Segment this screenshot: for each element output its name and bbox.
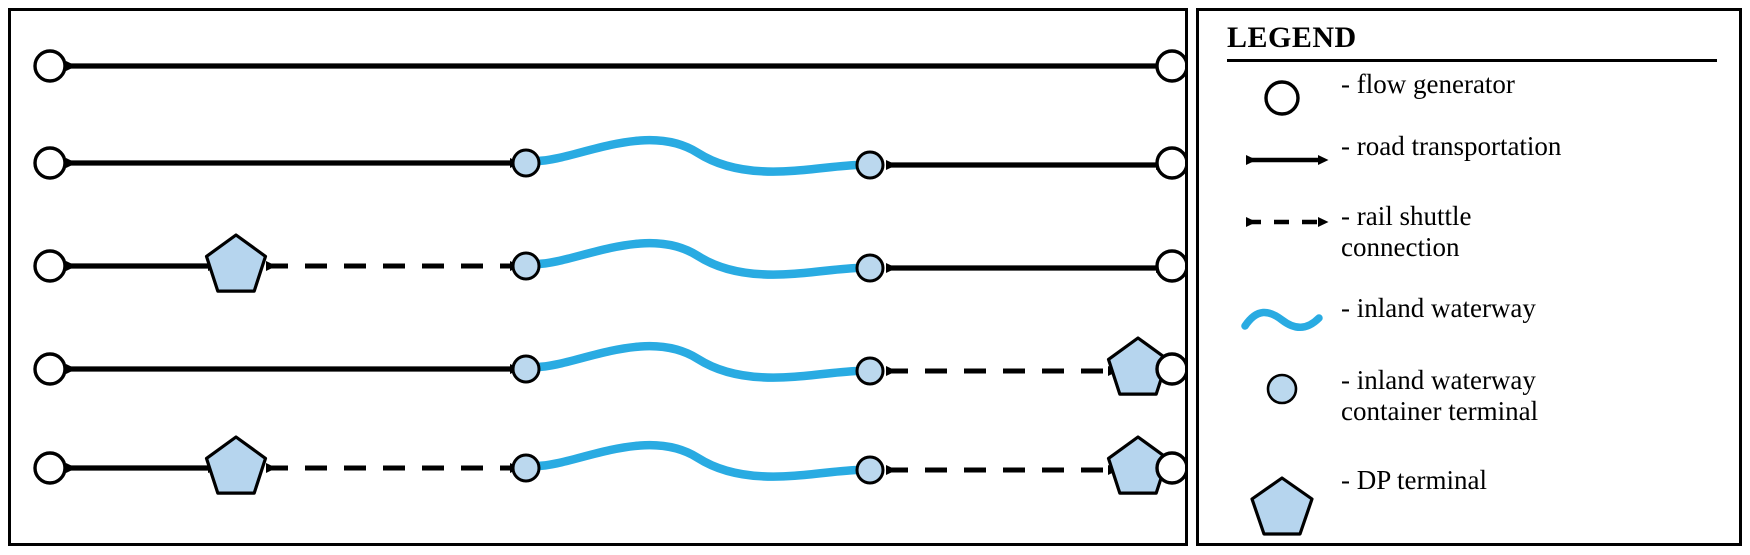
flow-generator-node[interactable] xyxy=(33,249,67,283)
legend-label-road-transportation: - road transportation xyxy=(1341,131,1562,161)
flow-generator-node[interactable] xyxy=(33,49,67,83)
double-arrow-dashed-icon xyxy=(1223,199,1341,245)
double-arrow-solid-icon xyxy=(1223,129,1341,191)
iwt-container-terminal-node[interactable] xyxy=(855,253,885,283)
inland-waterway-path xyxy=(531,341,865,382)
flow-generator-node[interactable] xyxy=(33,146,67,180)
legend-title-underline xyxy=(1227,59,1717,62)
row-4 xyxy=(33,336,1185,396)
legend-label-rail-shuttle: - rail shuttle connection xyxy=(1341,201,1472,262)
legend-item-road-transportation: - road transportation xyxy=(1199,129,1745,199)
legend-item-dp-terminal: - DP terminal xyxy=(1199,463,1745,555)
iwt-container-terminal-node[interactable] xyxy=(511,354,541,384)
iwt-container-terminal-node[interactable] xyxy=(855,356,885,386)
open-circle-icon xyxy=(1223,67,1341,129)
legend-item-list: - flow generator xyxy=(1199,67,1745,555)
legend-label-inland-waterway: - inland waterway xyxy=(1341,293,1536,323)
iwt-container-terminal-node[interactable] xyxy=(511,148,541,178)
legend-item-iwt-container-terminal: - inland waterway container terminal xyxy=(1199,363,1745,463)
legend-item-flow-generator: - flow generator xyxy=(1199,67,1745,129)
flow-generator-node[interactable] xyxy=(1155,146,1185,180)
legend-label-dp-terminal: - DP terminal xyxy=(1341,465,1487,495)
blue-circle-icon xyxy=(1223,363,1341,415)
diagram-layer xyxy=(33,49,1185,495)
flow-generator-node[interactable] xyxy=(33,451,67,485)
row-3 xyxy=(33,233,1185,293)
row-1 xyxy=(33,49,1185,83)
legend-item-rail-shuttle: - rail shuttle connection xyxy=(1199,199,1745,291)
flow-generator-node[interactable] xyxy=(1155,352,1185,386)
transport-chain-svg xyxy=(33,49,1185,495)
row-2 xyxy=(33,135,1185,180)
flow-generator-node[interactable] xyxy=(1155,451,1185,485)
legend-label-flow-generator: - flow generator xyxy=(1341,69,1515,99)
inland-waterway-path xyxy=(531,238,865,279)
dp-terminal-node[interactable] xyxy=(204,435,268,495)
inland-waterway-path xyxy=(531,135,865,176)
legend-title: LEGEND xyxy=(1227,21,1357,54)
diagram-panel xyxy=(8,8,1188,546)
flow-generator-node[interactable] xyxy=(1155,49,1185,83)
blue-pentagon-icon xyxy=(1223,463,1341,549)
iwt-container-terminal-node[interactable] xyxy=(511,251,541,281)
dp-terminal-node[interactable] xyxy=(204,233,268,293)
iwt-container-terminal-node[interactable] xyxy=(511,453,541,483)
inland-waterway-path xyxy=(531,440,865,481)
flow-generator-node[interactable] xyxy=(33,352,67,386)
legend-label-iwt-container-terminal: - inland waterway container terminal xyxy=(1341,365,1539,426)
iwt-container-terminal-node[interactable] xyxy=(855,455,885,485)
legend-panel: LEGEND - flow generator xyxy=(1196,8,1742,546)
legend-item-inland-waterway: - inland waterway xyxy=(1199,291,1745,363)
row-5 xyxy=(33,435,1185,495)
flow-generator-node[interactable] xyxy=(1155,249,1185,283)
iwt-container-terminal-node[interactable] xyxy=(855,150,885,180)
wave-line-icon xyxy=(1223,291,1341,353)
